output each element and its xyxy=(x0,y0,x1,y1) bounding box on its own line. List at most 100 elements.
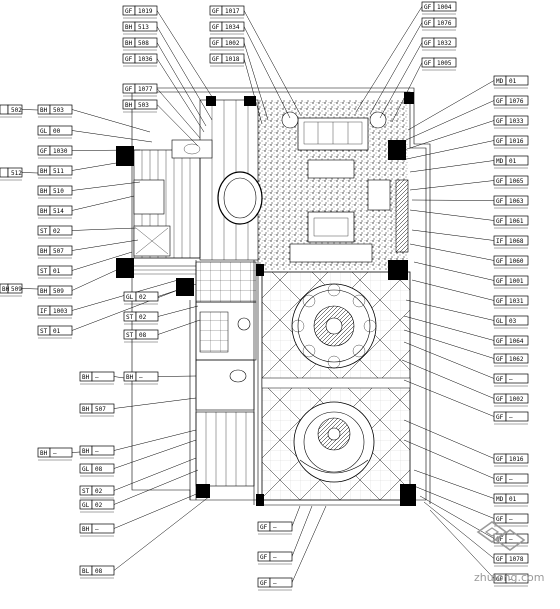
material-tag: IF 1003 xyxy=(37,305,73,319)
leader-line xyxy=(403,329,495,359)
material-tag: GF— xyxy=(493,573,529,587)
leader-line xyxy=(113,397,197,409)
tag-number-box xyxy=(269,577,293,588)
tag-number-box xyxy=(505,553,529,564)
tag-code: GF xyxy=(424,4,432,11)
leader-line xyxy=(405,100,495,141)
leader-line xyxy=(243,26,291,119)
leader-lines xyxy=(21,6,495,583)
tag-number: 01 xyxy=(53,328,61,335)
tag-number: 1001 xyxy=(509,278,524,285)
tag-number: 01 xyxy=(509,158,517,165)
watermark-text: zhulong.com xyxy=(474,571,544,584)
tag-code: GL xyxy=(40,128,48,135)
material-tag: GL 00 xyxy=(37,125,73,139)
tag-code: BH xyxy=(2,286,10,293)
tag-number-box xyxy=(505,315,529,326)
tag-number-box xyxy=(135,329,159,340)
tag-number: 509 xyxy=(53,288,64,295)
tag-code: MD xyxy=(496,78,504,85)
leader-line xyxy=(21,288,39,290)
tag-number: 1061 xyxy=(509,218,524,225)
tag-number: 502 xyxy=(11,107,22,114)
tag-number: 1005 xyxy=(437,60,452,67)
tag-code: GF xyxy=(212,56,220,63)
tag-number-box xyxy=(505,295,529,306)
tag-number: 1002 xyxy=(225,40,240,47)
leader-line xyxy=(401,359,495,399)
tag-code: GF xyxy=(496,278,504,285)
tag-number-box xyxy=(49,447,73,458)
tag-number-box xyxy=(49,145,73,156)
tag-code: GF xyxy=(40,148,48,155)
tag-number: 510 xyxy=(53,188,64,195)
tag-number-box xyxy=(505,573,529,584)
bedroom-floor xyxy=(133,149,201,259)
tag-code: GF xyxy=(496,414,504,421)
tag-number-box xyxy=(49,265,73,276)
tag-number: 1019 xyxy=(138,8,153,15)
leader-line xyxy=(419,495,495,539)
tag-code: GF xyxy=(496,298,504,305)
tag-code: BH xyxy=(40,107,48,114)
leader-line xyxy=(409,243,495,261)
tag-number: 1033 xyxy=(509,118,524,125)
material-tag: ST 02 xyxy=(79,485,115,499)
tag-code: GF xyxy=(424,20,432,27)
tag-number: 1002 xyxy=(509,396,524,403)
material-tag: GF 1018 xyxy=(209,53,245,67)
leader-line xyxy=(413,261,495,281)
tag-number: 1036 xyxy=(138,56,153,63)
tag-number-box xyxy=(91,523,115,534)
leader-line xyxy=(157,319,201,335)
tag-code: ST xyxy=(82,488,90,495)
leader-line xyxy=(157,283,197,297)
tag-number: 1016 xyxy=(509,456,524,463)
tag-code: IF xyxy=(496,238,504,245)
tag-number-box xyxy=(505,335,529,346)
tag-number-box xyxy=(49,305,73,316)
tag-number-box xyxy=(221,53,245,64)
tag-number-box xyxy=(49,165,73,176)
tag-code: BH xyxy=(40,450,48,457)
tag-code: BH xyxy=(125,102,133,109)
material-tag: BH— xyxy=(79,445,115,459)
tag-code: BH xyxy=(82,406,90,413)
tag-code: IF xyxy=(40,308,48,315)
bathroom xyxy=(171,99,263,261)
leader-line xyxy=(113,495,211,571)
lower-bedroom xyxy=(195,411,255,487)
tag-code-box xyxy=(0,167,9,178)
tag-code: GF xyxy=(496,218,504,225)
tag-number-box xyxy=(505,155,529,166)
tag-number: — xyxy=(509,576,513,583)
material-tag: GF— xyxy=(257,577,293,591)
tag-number: 1064 xyxy=(509,338,524,345)
leader-line xyxy=(113,429,197,451)
material-tag: BH— xyxy=(79,523,115,537)
leader-line xyxy=(113,376,125,379)
tag-number: 1078 xyxy=(509,556,524,563)
tag-number: 1003 xyxy=(53,308,68,315)
tag-number: 1018 xyxy=(225,56,240,63)
tag-code: BH xyxy=(40,248,48,255)
tag-number: 02 xyxy=(95,488,103,495)
tag-number: 00 xyxy=(53,128,61,135)
tag-number-box xyxy=(433,57,457,68)
tag-code: BH xyxy=(40,168,48,175)
leader-line xyxy=(243,10,301,115)
tag-number: 509 xyxy=(11,286,22,293)
tag-number-box xyxy=(91,445,115,456)
tag-number-box xyxy=(433,1,457,12)
